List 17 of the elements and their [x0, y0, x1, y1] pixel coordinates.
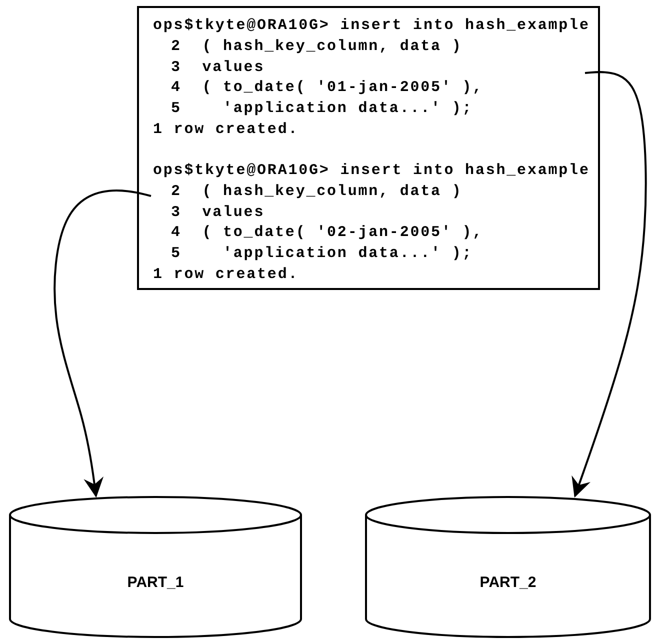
code-panel [137, 6, 600, 290]
arrow [572, 71, 647, 498]
partition-label: PART_1 [127, 574, 184, 591]
code-line: 5 'application data...' ); [170, 99, 473, 120]
code-line: 5 'application data...' ); [170, 244, 473, 264]
code-line: 4 ( to_date( '01-jan-2005' ), [170, 78, 484, 98]
code-line: 2 ( hash_key_column, data ) [170, 182, 462, 202]
code-line: 1 row created. [153, 120, 299, 140]
partition-label: PART_2 [480, 574, 536, 591]
code-line: 3 values [170, 202, 265, 223]
code-line: ops$tkyte@ORA10G> insert into hash_example [153, 16, 590, 36]
code-line: 1 row created. [153, 264, 299, 285]
code-line: 2 ( hash_key_column, data ) [170, 36, 462, 57]
code-line: ops$tkyte@ORA10G> insert into hash_example [153, 161, 590, 181]
code-line: 4 ( to_date( '02-jan-2005' ), [170, 223, 484, 244]
arrow [54, 189, 152, 498]
code-line: 3 values [170, 58, 265, 78]
